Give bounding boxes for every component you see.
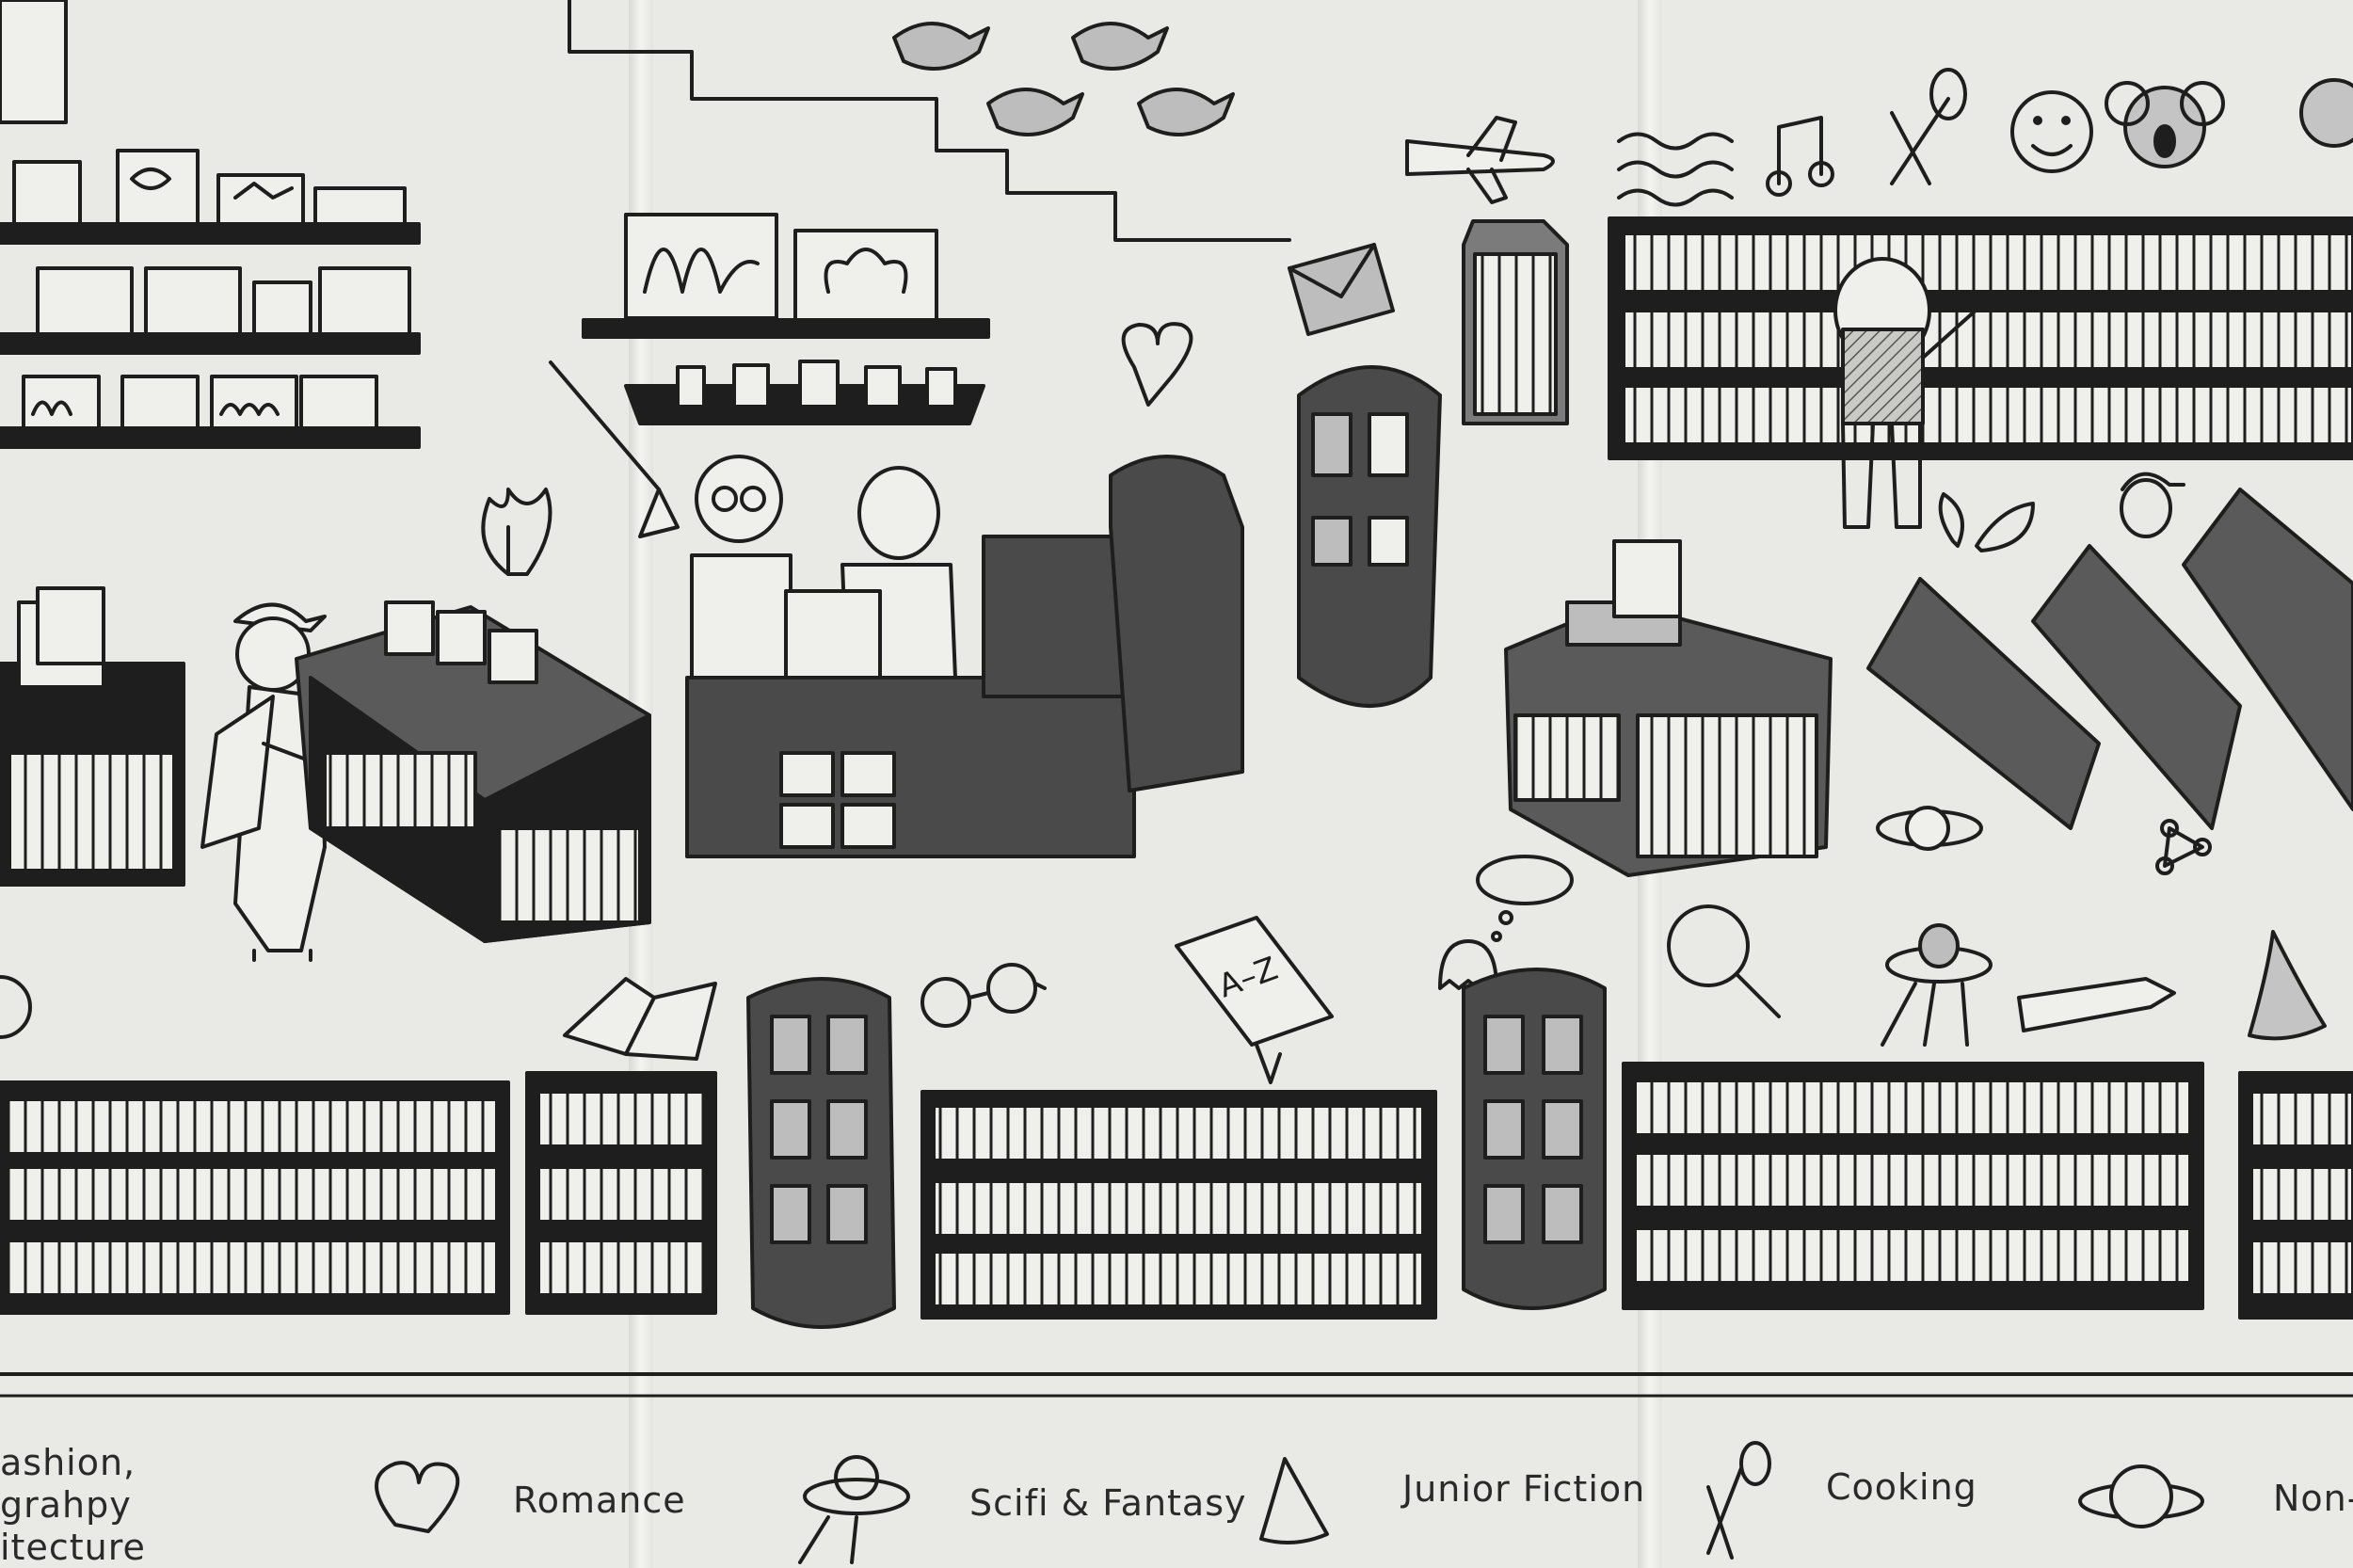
staircase-outline [568, 0, 1291, 242]
slanted-magazine-shelves [1866, 488, 2353, 830]
thought-bubble-icon [1476, 855, 1574, 942]
legend-cooking-label: Cooking [1826, 1466, 1977, 1508]
bottom-bookcase-1 [0, 1080, 510, 1315]
bottom-bookcase-4 [1622, 1062, 2204, 1310]
bottom-arched-bookcase-1 [746, 977, 896, 1329]
molecule-icon [2155, 819, 2212, 875]
person-cap-icon [2120, 478, 2172, 538]
legend-scifi-label: Scifi & Fantasy [969, 1482, 1247, 1524]
arched-bookcase-2 [1297, 365, 1442, 708]
legend-junior-label: Junior Fiction [1402, 1468, 1646, 1510]
bottom-bookcase-5 [2238, 1071, 2353, 1320]
arched-bookcase-1 [1109, 455, 1244, 792]
music-note-icon [1777, 116, 1823, 185]
book-display-island [1504, 539, 1833, 877]
smiley-icon [2010, 90, 2093, 173]
bottom-bookcase-2 [525, 1071, 717, 1315]
airplane-icon [1405, 139, 1555, 176]
teddy-bear-icon [2299, 78, 2353, 148]
lamp-arm [549, 360, 661, 491]
magnifying-glass-icon [1667, 904, 1781, 1018]
wizard-hat-icon [2248, 930, 2327, 1041]
legend-fashion-line-1: ashion, [0, 1442, 136, 1483]
pencil-icon [2017, 977, 2176, 1032]
heart-icon [1121, 322, 1193, 407]
customer-with-bag [200, 602, 341, 962]
lamp-head [638, 488, 680, 538]
legend-romance-label: Romance [513, 1480, 686, 1521]
open-book-icon [563, 977, 717, 1061]
bottom-bookcase-3 [920, 1090, 1437, 1320]
legend-fashion-line-2: grahpy [0, 1484, 132, 1526]
compass-star-icon [0, 975, 32, 1039]
legend-fork-spoon-icon [1706, 1441, 1771, 1560]
envelope-icon [1288, 243, 1395, 336]
leaf-icon [1938, 492, 1964, 548]
wall-bookshelf-right [1608, 216, 2353, 460]
top-right-icons [1617, 68, 2353, 207]
checkout-counter [685, 535, 1145, 858]
flying-birds [892, 22, 1235, 136]
vase-shelf [624, 360, 985, 425]
legend-nonfiction-label: Non- [2273, 1478, 2353, 1519]
tall-bookcase [1462, 219, 1569, 425]
person-browsing-shelf [1833, 257, 1988, 529]
legend-heart-icon [375, 1461, 460, 1533]
legend-planet-icon [2078, 1464, 2204, 1528]
ufo-icon [1881, 923, 1993, 1047]
legend-ufo-icon [798, 1455, 910, 1564]
dictionary-book-icon [1175, 916, 1334, 1084]
legend-fashion-line-3: itecture [0, 1527, 146, 1568]
legend-wizard-hat-icon [1259, 1457, 1329, 1544]
bottom-arched-bookcase-2 [1462, 968, 1607, 1310]
spoon-icon [1890, 111, 1931, 185]
left-display-table [0, 586, 185, 887]
magazine-display-table [295, 600, 651, 943]
framed-pictures [582, 213, 990, 339]
art-wall-shelves [0, 0, 421, 449]
glasses-icon [920, 963, 1047, 1028]
tulip-icon [481, 488, 552, 576]
